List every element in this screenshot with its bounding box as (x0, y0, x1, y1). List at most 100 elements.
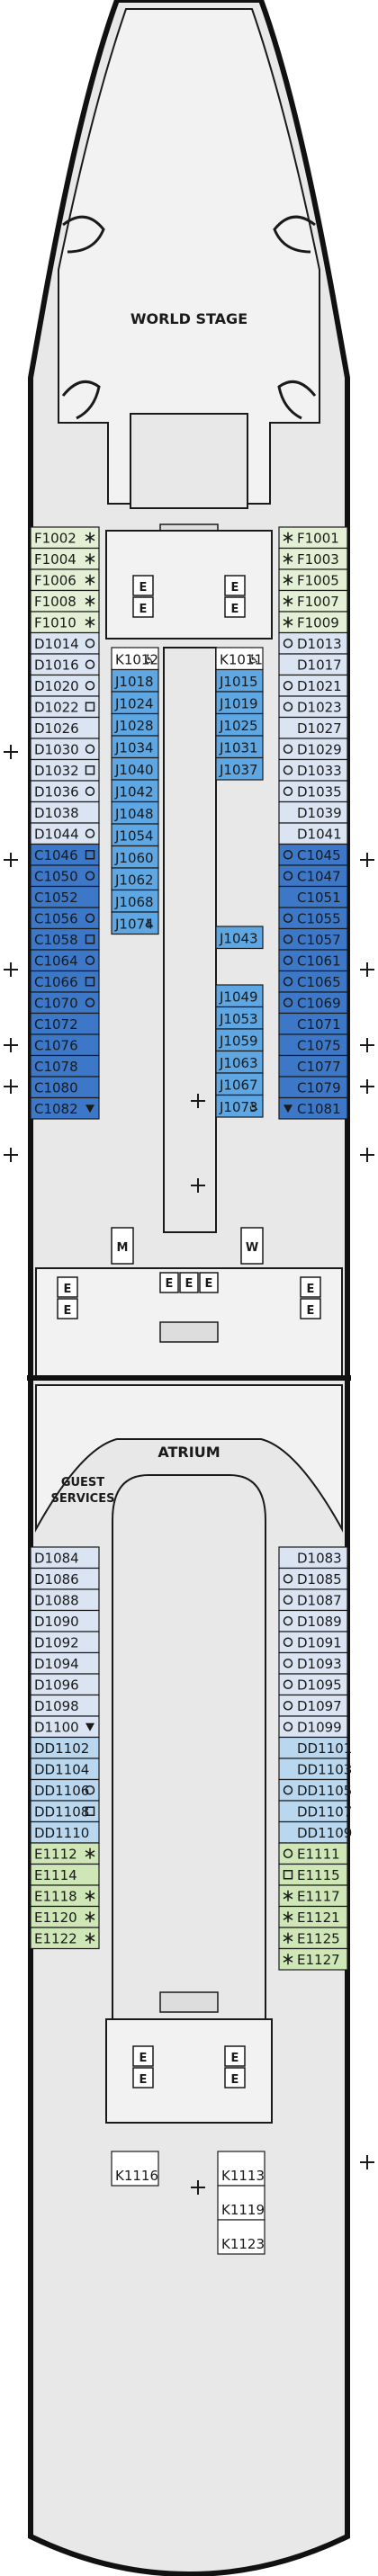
cabin-J1054[interactable]: J1054 (111, 823, 159, 847)
cabin-C1071[interactable]: C1071 (278, 1012, 348, 1035)
cabin-F1008[interactable]: F1008 (30, 589, 100, 613)
cabin-J1031[interactable]: J1031 (215, 735, 264, 759)
cabin-D1096[interactable]: D1096 (30, 1673, 100, 1696)
cabin-C1051[interactable]: C1051 (278, 885, 348, 908)
cabin-J1073[interactable]: J1073♿ (215, 1094, 264, 1118)
cabin-K1123[interactable]: K1123 (217, 2219, 266, 2255)
cabin-E1122[interactable]: E1122 (30, 1927, 100, 1950)
cabin-J1062[interactable]: J1062 (111, 867, 159, 891)
cabin-D1014[interactable]: D1014 (30, 631, 100, 655)
cabin-F1004[interactable]: F1004 (30, 547, 100, 570)
cabin-C1047[interactable]: C1047 (278, 864, 348, 888)
cabin-D1086[interactable]: D1086 (30, 1567, 100, 1590)
cabin-C1064[interactable]: C1064 (30, 949, 100, 972)
cabin-D1098[interactable]: D1098 (30, 1694, 100, 1717)
cabin-E1111[interactable]: E1111 (278, 1842, 348, 1865)
cabin-J1015[interactable]: J1015 (215, 668, 264, 693)
cabin-K1113[interactable]: K1113 (217, 2151, 266, 2187)
cabin-J1053[interactable]: J1053 (215, 1006, 264, 1030)
cabin-J1068[interactable]: J1068 (111, 889, 159, 913)
cabin-DD1107[interactable]: DD1107 (278, 1800, 352, 1823)
cabin-D1029[interactable]: D1029 (278, 738, 348, 761)
cabin-J1049[interactable]: J1049 (215, 984, 264, 1008)
cabin-E1120[interactable]: E1120 (30, 1905, 100, 1928)
cabin-D1099[interactable]: D1099 (278, 1715, 348, 1739)
cabin-J1059[interactable]: J1059 (215, 1028, 264, 1052)
cabin-C1082[interactable]: C1082 (30, 1096, 100, 1120)
cabin-D1041[interactable]: D1041 (278, 822, 348, 845)
cabin-D1090[interactable]: D1090 (30, 1609, 100, 1632)
cabin-C1079[interactable]: C1079 (278, 1076, 348, 1099)
cabin-C1057[interactable]: C1057 (278, 927, 348, 951)
cabin-E1125[interactable]: E1125 (278, 1927, 348, 1950)
cabin-D1095[interactable]: D1095 (278, 1673, 348, 1696)
cabin-C1081[interactable]: C1081 (278, 1096, 348, 1120)
cabin-D1027[interactable]: D1027 (278, 716, 348, 739)
cabin-J1067[interactable]: J1067 (215, 1072, 264, 1096)
cabin-K1011[interactable]: K1011♿ (215, 647, 264, 671)
cabin-C1046[interactable]: C1046 (30, 843, 100, 866)
cabin-D1036[interactable]: D1036 (30, 780, 100, 803)
cabin-F1007[interactable]: F1007 (278, 589, 348, 613)
cabin-J1063[interactable]: J1063 (215, 1050, 264, 1074)
cabin-D1035[interactable]: D1035 (278, 780, 348, 803)
cabin-C1072[interactable]: C1072 (30, 1012, 100, 1035)
cabin-F1001[interactable]: F1001 (278, 526, 348, 550)
cabin-C1052[interactable]: C1052 (30, 885, 100, 908)
cabin-K1012[interactable]: K1012♿ (111, 647, 159, 671)
cabin-K1116[interactable]: K1116 (111, 2151, 159, 2187)
cabin-F1003[interactable]: F1003 (278, 547, 348, 570)
cabin-DD1103[interactable]: DD1103 (278, 1758, 352, 1781)
cabin-C1055[interactable]: C1055 (278, 907, 348, 930)
cabin-D1089[interactable]: D1089 (278, 1609, 348, 1632)
cabin-K1119[interactable]: K1119 (217, 2185, 266, 2221)
cabin-DD1105[interactable]: DD1105 (278, 1778, 352, 1802)
cabin-F1005[interactable]: F1005 (278, 568, 348, 592)
cabin-E1118[interactable]: E1118 (30, 1884, 100, 1908)
cabin-C1045[interactable]: C1045 (278, 843, 348, 866)
cabin-J1060[interactable]: J1060 (111, 845, 159, 869)
cabin-D1030[interactable]: D1030 (30, 738, 100, 761)
cabin-D1092[interactable]: D1092 (30, 1631, 100, 1654)
cabin-D1038[interactable]: D1038 (30, 801, 100, 824)
cabin-DD1102[interactable]: DD1102 (30, 1736, 100, 1759)
cabin-J1019[interactable]: J1019 (215, 691, 264, 715)
cabin-F1009[interactable]: F1009 (278, 611, 348, 634)
cabin-D1094[interactable]: D1094 (30, 1651, 100, 1675)
cabin-C1061[interactable]: C1061 (278, 949, 348, 972)
cabin-J1018[interactable]: J1018 (111, 668, 159, 693)
cabin-DD1101[interactable]: DD1101 (278, 1736, 352, 1759)
cabin-D1100[interactable]: D1100 (30, 1715, 100, 1739)
cabin-C1050[interactable]: C1050 (30, 864, 100, 888)
cabin-C1076[interactable]: C1076 (30, 1033, 100, 1057)
cabin-C1080[interactable]: C1080 (30, 1076, 100, 1099)
cabin-E1117[interactable]: E1117 (278, 1884, 348, 1908)
cabin-J1074[interactable]: J1074♿ (111, 911, 159, 935)
cabin-D1087[interactable]: D1087 (278, 1588, 348, 1612)
cabin-J1024[interactable]: J1024 (111, 691, 159, 715)
cabin-C1077[interactable]: C1077 (278, 1054, 348, 1078)
cabin-D1044[interactable]: D1044 (30, 822, 100, 845)
cabin-C1056[interactable]: C1056 (30, 907, 100, 930)
cabin-E1115[interactable]: E1115 (278, 1863, 348, 1886)
cabin-C1066[interactable]: C1066 (30, 970, 100, 993)
cabin-D1020[interactable]: D1020 (30, 674, 100, 697)
cabin-D1023[interactable]: D1023 (278, 695, 348, 719)
cabin-J1025[interactable]: J1025 (215, 712, 264, 737)
cabin-C1058[interactable]: C1058 (30, 927, 100, 951)
cabin-D1013[interactable]: D1013 (278, 631, 348, 655)
cabin-D1032[interactable]: D1032 (30, 758, 100, 782)
cabin-J1040[interactable]: J1040 (111, 756, 159, 781)
cabin-DD1106[interactable]: DD1106 (30, 1778, 100, 1802)
cabin-D1083[interactable]: D1083 (278, 1546, 348, 1570)
cabin-D1084[interactable]: D1084 (30, 1546, 100, 1570)
cabin-D1039[interactable]: D1039 (278, 801, 348, 824)
cabin-D1016[interactable]: D1016 (30, 653, 100, 676)
cabin-C1070[interactable]: C1070 (30, 991, 100, 1015)
cabin-D1017[interactable]: D1017 (278, 653, 348, 676)
cabin-J1034[interactable]: J1034 (111, 735, 159, 759)
cabin-J1037[interactable]: J1037 (215, 756, 264, 781)
cabin-C1078[interactable]: C1078 (30, 1054, 100, 1078)
cabin-E1112[interactable]: E1112 (30, 1842, 100, 1865)
cabin-F1010[interactable]: F1010 (30, 611, 100, 634)
